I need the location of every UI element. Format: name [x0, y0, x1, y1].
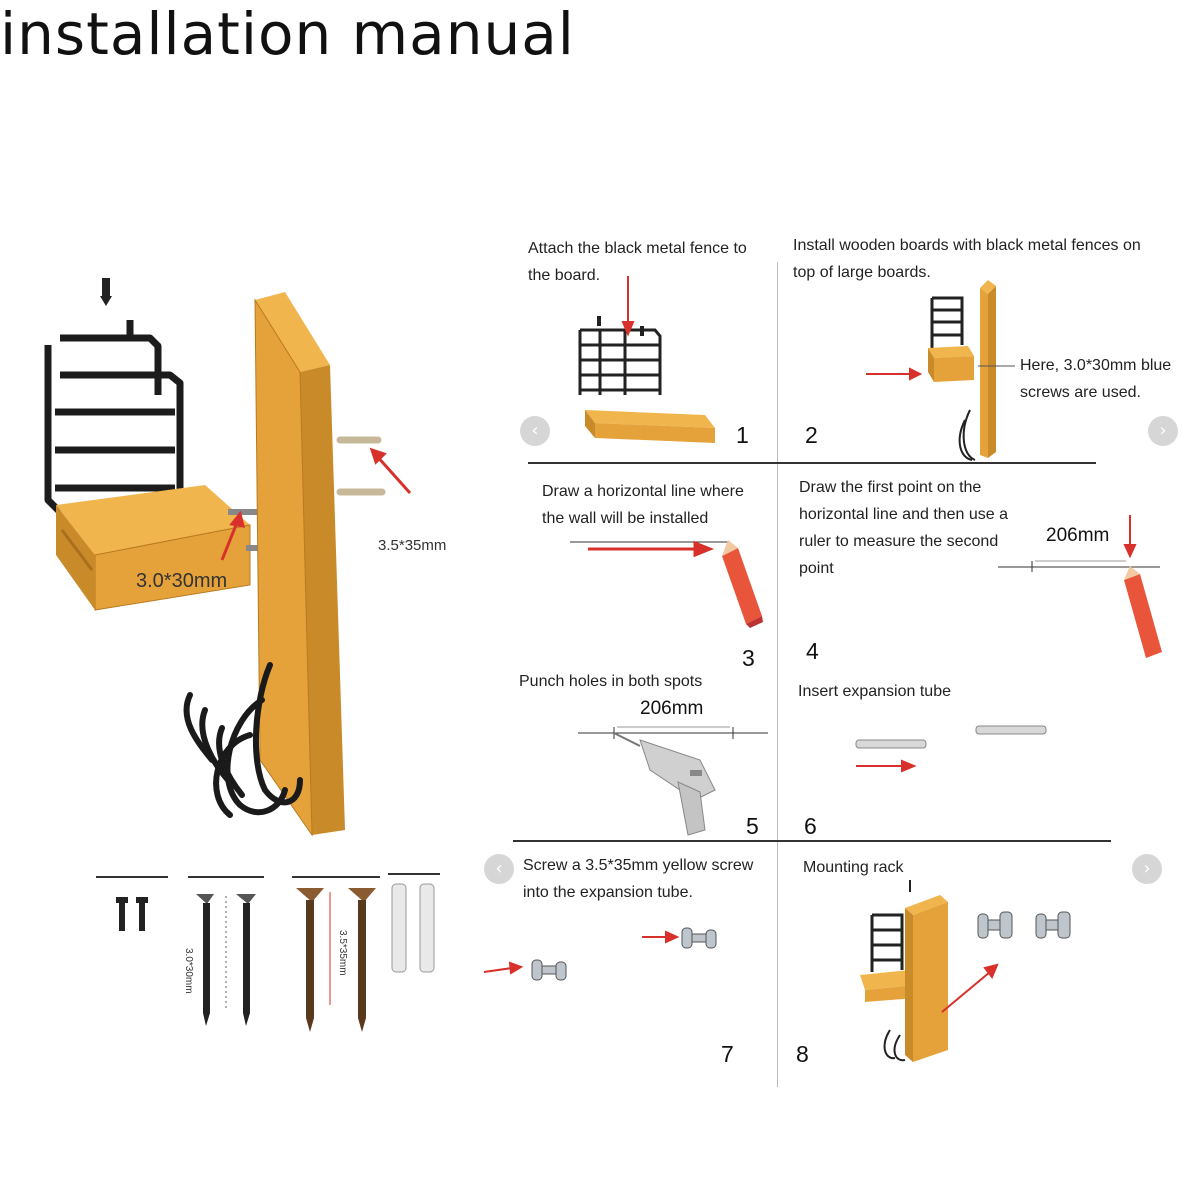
step-6-number: 6: [804, 813, 817, 839]
grid-divider-row-3: [513, 840, 1111, 842]
brown-screw-icon: [296, 888, 376, 1032]
back-board: [254, 292, 345, 837]
chevron-right-icon: ›: [1143, 858, 1151, 879]
step-7-number: 7: [721, 1041, 734, 1067]
short-screw-icon: [116, 897, 148, 931]
top-screw-icon: [100, 278, 112, 306]
carousel-prev-button[interactable]: ‹: [520, 416, 550, 446]
red-arrows: [220, 447, 412, 561]
step-1-number: 1: [736, 422, 749, 448]
chevron-left-icon: ‹: [531, 420, 539, 441]
step-2-number: 2: [805, 422, 818, 448]
hardware-divider-4: [388, 873, 440, 875]
step-6-caption: Insert expansion tube: [798, 683, 951, 700]
carousel-next-button[interactable]: ›: [1148, 416, 1178, 446]
screw-anchor-icon: [977, 911, 1071, 939]
expansion-tube-icon: [855, 725, 1047, 749]
step-2-caption: Install wooden boards with black metal f…: [793, 237, 1141, 281]
step-4-caption: Draw the first point on the horizontal l…: [799, 479, 1009, 577]
hardware-divider-1: [96, 876, 168, 878]
overview-big-screw-label: 3.5*35mm: [378, 537, 447, 554]
step-1-caption: Attach the black metal fence to the boar…: [528, 240, 747, 284]
carousel-prev-button-2[interactable]: ‹: [484, 854, 514, 884]
shelf-board: [56, 485, 251, 611]
step-5-measure: 206mm: [640, 698, 704, 719]
chevron-right-icon: ›: [1159, 420, 1167, 441]
hooks-icon: [183, 662, 303, 818]
hardware-divider-3: [292, 876, 380, 878]
step-7-caption: Screw a 3.5*35mm yellow screw into the e…: [523, 857, 754, 901]
expansion-tube-icon: [391, 883, 435, 973]
step-1-board: [585, 410, 715, 443]
page-title: installation manual: [0, 0, 575, 68]
step-8-caption: Mounting rack: [803, 859, 904, 876]
grid-divider-row-1: [528, 462, 1096, 464]
carousel-next-button-2[interactable]: ›: [1132, 854, 1162, 884]
step-8-number: 8: [796, 1041, 809, 1067]
overview-small-screw-label: 3.0*30mm: [136, 570, 228, 592]
big-screws-icon: [336, 436, 386, 496]
chevron-left-icon: ‹: [495, 858, 503, 879]
step-5-number: 5: [746, 813, 759, 839]
black-screw-icon: [196, 894, 256, 1026]
step-5-caption: Punch holes in both spots: [519, 673, 703, 690]
step-3-number: 3: [742, 645, 755, 671]
step-2-note: Here, 3.0*30mm blue screws are used.: [1020, 357, 1172, 401]
step-4-measure: 206mm: [1046, 525, 1110, 546]
screw-anchor-icon: [531, 927, 717, 981]
hardware-divider-2: [188, 876, 264, 878]
drill-icon: [613, 732, 716, 836]
pencil-icon: [1124, 566, 1162, 658]
step-4-number: 4: [806, 638, 819, 664]
grid-divider-vertical: [777, 262, 778, 1087]
step-3-caption: Draw a horizontal line where the wall wi…: [542, 483, 744, 527]
pencil-icon: [722, 540, 763, 628]
